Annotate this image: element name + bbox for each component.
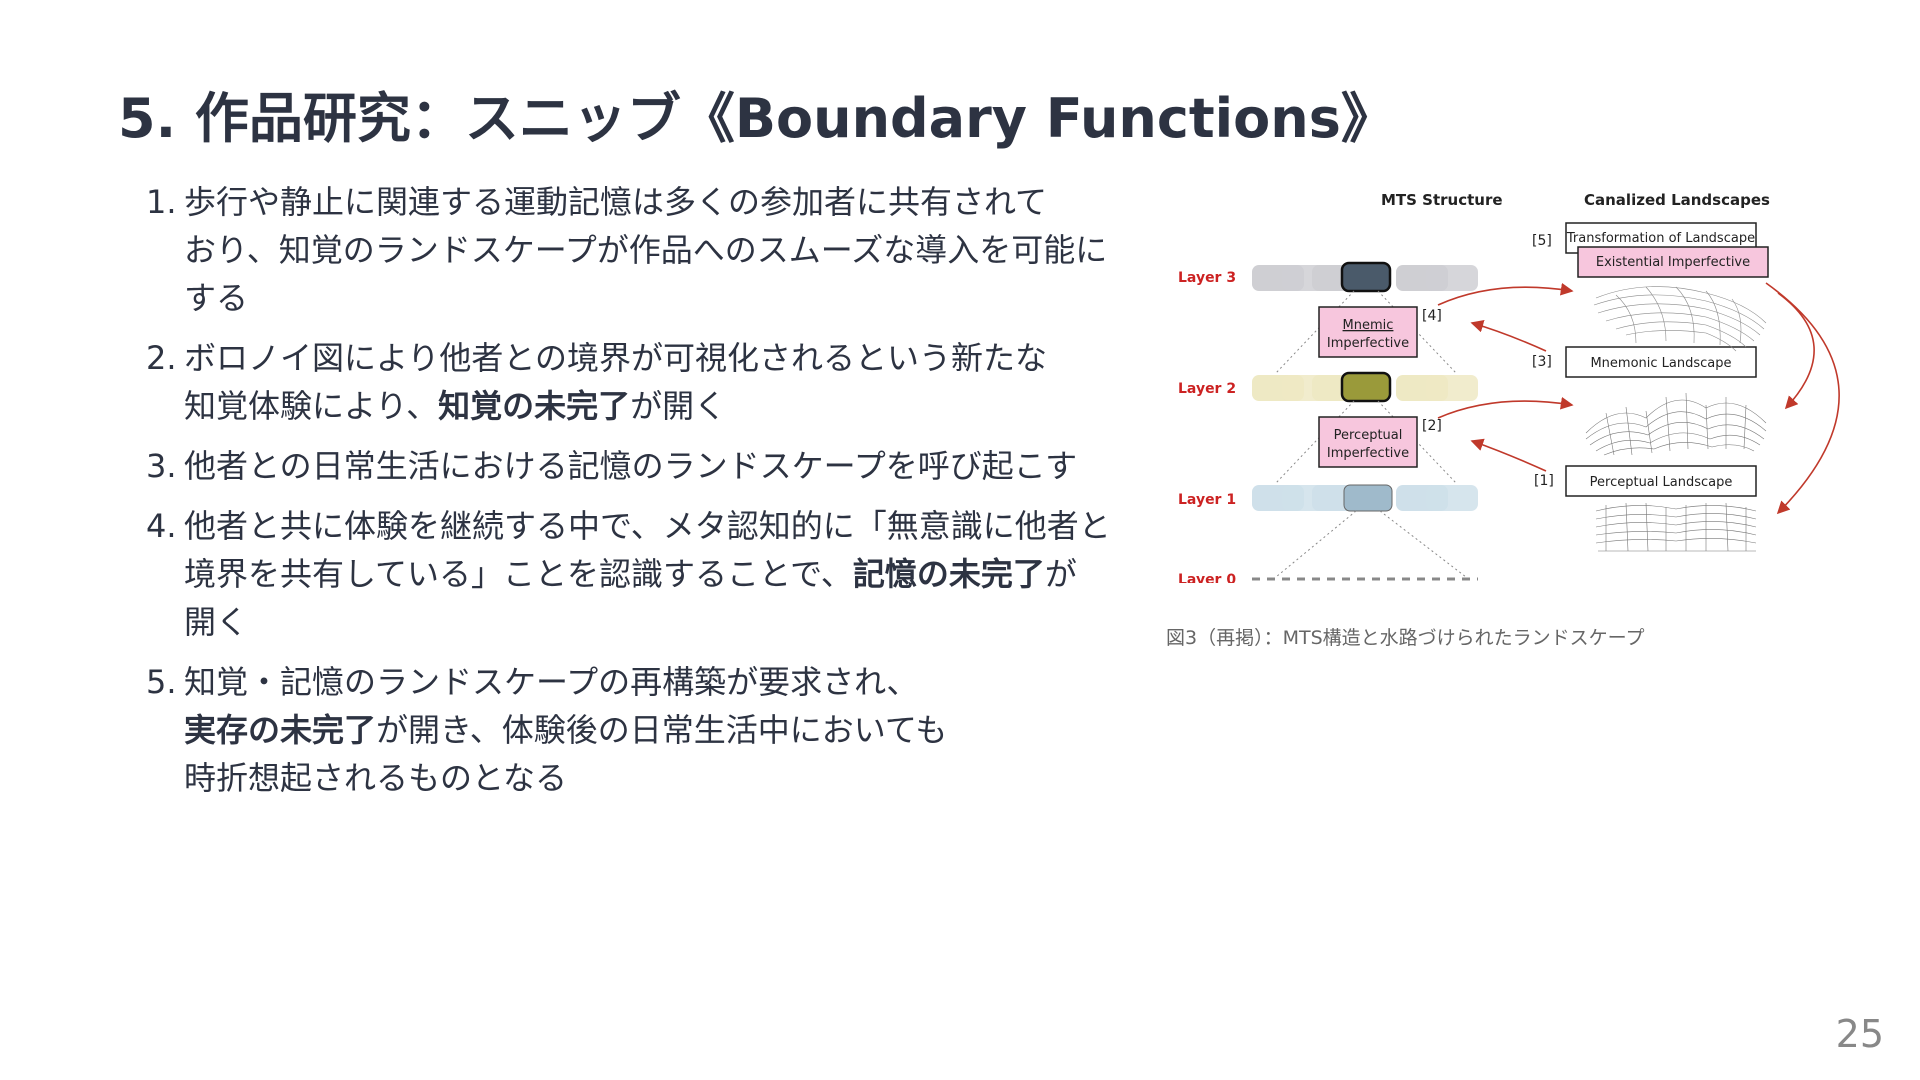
mts-structure-heading: MTS Structure (1381, 191, 1503, 209)
perceptual-landscape-mesh (1595, 502, 1757, 552)
list-item: 1.歩行や静止に関連する運動記憶は多くの参加者に共有されており、知覚のランドスケ… (146, 178, 1136, 322)
list-item: 2.ボロノイ図により他者との境界が可視化されるという新たな知覚体験により、知覚の… (146, 334, 1136, 430)
perceptual-imperfective-label: Imperfective (1327, 446, 1409, 461)
body-text: ボロノイ図により他者との境界が可視化されるという新たな (184, 339, 1048, 377)
body-text: 開く (184, 603, 249, 641)
body-text: が開く (630, 387, 727, 425)
list-item-line: ボロノイ図により他者との境界が可視化されるという新たな (184, 334, 1136, 382)
list-item-number: 3. (146, 447, 177, 485)
emphasis-text: 知覚の未完了 (438, 387, 631, 425)
red-arrows (1437, 282, 1840, 515)
mnemonic-landscape-label: Mnemonic Landscape (1590, 356, 1731, 371)
body-text: 他者と共に体験を継続する中で、メタ認知的に「無意識に他者と (184, 507, 1111, 545)
ref-2: [2] (1422, 418, 1442, 434)
ref-5: [5] (1532, 233, 1552, 249)
list-item-line: 開く (184, 598, 1136, 646)
list-item-line: 実存の未完了が開き、体験後の日常生活中においても (184, 706, 1136, 754)
mnemic-imperfective-box (1318, 306, 1418, 358)
layer-2-label: Layer 2 (1178, 381, 1236, 397)
list-item: 4.他者と共に体験を継続する中で、メタ認知的に「無意識に他者と境界を共有している… (146, 502, 1136, 646)
body-text: おり、知覚のランドスケープが作品へのスムーズな導入を可能に (184, 231, 1108, 269)
layer-1-blocks (1252, 484, 1478, 512)
list-item-line: 歩行や静止に関連する運動記憶は多くの参加者に共有されて (184, 178, 1136, 226)
list-item: 3.他者との日常生活における記憶のランドスケープを呼び起こす (146, 442, 1136, 490)
body-text: 歩行や静止に関連する運動記憶は多くの参加者に共有されて (184, 183, 1048, 221)
body-text: 知覚・記憶のランドスケープの再構築が要求され、 (184, 663, 919, 701)
layer-3-blocks (1252, 261, 1478, 293)
mts-landscape-figure: MTS Structure Canalized Landscapes Layer… (1178, 191, 1840, 583)
perceptual-landscape-box (1565, 465, 1757, 497)
body-text: 知覚体験により、 (184, 387, 439, 425)
list-item-line: 知覚体験により、知覚の未完了が開く (184, 382, 1136, 430)
mnemic-imperfective-label: Imperfective (1327, 336, 1409, 351)
mnemic-label: Mnemic (1343, 318, 1394, 333)
page-title: 5. 作品研究：スニッブ《Boundary Functions》 (118, 87, 1395, 150)
list-item-number: 1. (146, 183, 177, 221)
canalized-landscapes-heading: Canalized Landscapes (1584, 191, 1770, 209)
list-item-line: おり、知覚のランドスケープが作品へのスムーズな導入を可能に (184, 226, 1136, 274)
body-text: が開き、体験後の日常生活中においても (376, 711, 948, 749)
perceptual-label: Perceptual (1334, 428, 1403, 443)
existential-landscape-mesh (1593, 286, 1767, 352)
emphasis-text: 実存の未完了 (184, 711, 377, 749)
ref-4: [4] (1422, 308, 1442, 324)
layer-0-label: Layer 0 (1178, 572, 1236, 583)
list-item-line: する (184, 274, 1136, 322)
layer-1-label: Layer 1 (1178, 492, 1236, 508)
perceptual-landscape-label: Perceptual Landscape (1590, 475, 1733, 490)
layer-3-label: Layer 3 (1178, 270, 1236, 286)
figure-caption: 図3（再掲）：MTS構造と水路づけられたランドスケープ (1166, 627, 1645, 649)
body-text: 他者との日常生活における記憶のランドスケープを呼び起こす (184, 447, 1078, 485)
transformation-label: Transformation of Landscape (1566, 231, 1755, 246)
layer-2-blocks (1252, 371, 1478, 403)
page-number: 25 (1835, 1012, 1884, 1056)
content-list: 1.歩行や静止に関連する運動記憶は多くの参加者に共有されており、知覚のランドスケ… (146, 178, 1136, 814)
list-item-line: 時折想起されるものとなる (184, 754, 1136, 802)
body-text: が (1044, 555, 1077, 593)
list-item-line: 知覚・記憶のランドスケープの再構築が要求され、 (184, 658, 1136, 706)
body-text: 境界を共有している」ことを認識することで、 (184, 555, 853, 593)
perceptual-imperfective-box (1318, 416, 1418, 468)
list-item-line: 境界を共有している」ことを認識することで、記憶の未完了が (184, 550, 1136, 598)
list-item-number: 2. (146, 339, 177, 377)
body-text: 時折想起されるものとなる (184, 759, 568, 797)
ref-3: [3] (1532, 354, 1552, 370)
body-text: する (184, 279, 249, 317)
list-item-line: 他者と共に体験を継続する中で、メタ認知的に「無意識に他者と (184, 502, 1136, 550)
list-item-number: 5. (146, 663, 177, 701)
emphasis-text: 記憶の未完了 (852, 555, 1045, 593)
mnemonic-landscape-box (1565, 346, 1757, 378)
list-item-line: 他者との日常生活における記憶のランドスケープを呼び起こす (184, 442, 1136, 490)
mnemonic-landscape-mesh (1585, 392, 1767, 456)
list-item: 5.知覚・記憶のランドスケープの再構築が要求され、実存の未完了が開き、体験後の日… (146, 658, 1136, 802)
list-item-number: 4. (146, 507, 177, 545)
existential-label: Existential Imperfective (1596, 255, 1750, 270)
ref-1: [1] (1534, 473, 1554, 489)
existential-box (1577, 246, 1769, 278)
